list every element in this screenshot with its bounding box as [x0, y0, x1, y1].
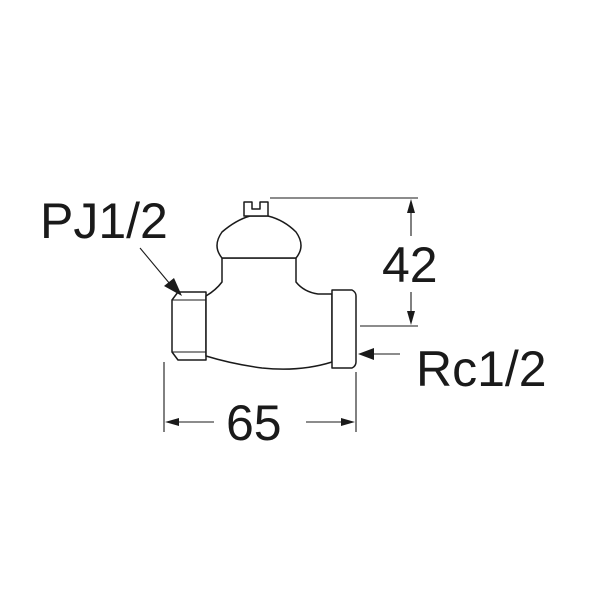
height-dimension — [270, 197, 418, 327]
main-body — [205, 257, 333, 370]
inlet-leader — [139, 247, 182, 296]
inlet-thread-label: PJ1/2 — [40, 193, 168, 249]
outlet-socket — [331, 289, 357, 369]
stem-head — [243, 201, 269, 217]
valve-body — [171, 201, 357, 370]
inlet-thread-stub — [171, 291, 207, 361]
inlet-leader-line — [139, 247, 171, 285]
length-arrow-right — [341, 418, 355, 426]
inlet-leader-arrowhead — [164, 278, 182, 296]
length-dimension — [163, 362, 357, 432]
height-arrow-bottom — [407, 311, 415, 325]
outlet-thread-label: Rc1/2 — [416, 341, 547, 397]
height-dimension-label: 42 — [382, 237, 438, 293]
height-arrow-top — [407, 199, 415, 213]
length-dimension-label: 65 — [226, 395, 282, 451]
length-arrow-left — [165, 418, 179, 426]
outlet-leader-arrowhead — [358, 348, 374, 360]
bonnet — [216, 215, 302, 259]
outlet-leader — [358, 348, 400, 360]
